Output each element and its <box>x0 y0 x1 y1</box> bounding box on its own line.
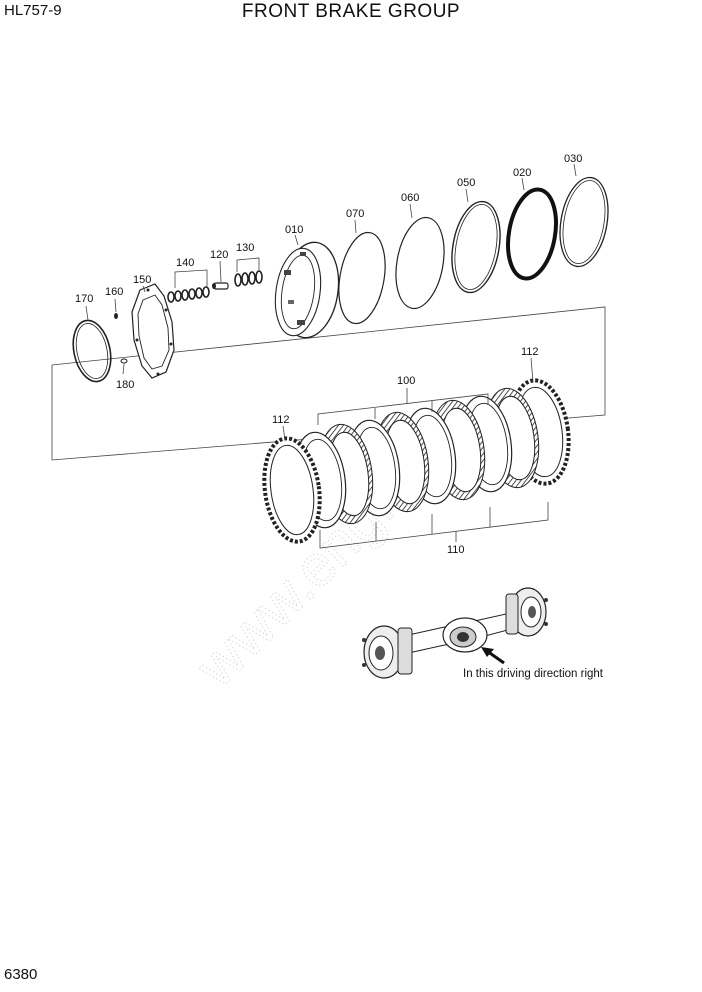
bracket-110 <box>319 502 549 549</box>
part-030-ring <box>559 176 609 268</box>
page-title: FRONT BRAKE GROUP <box>241 1 461 22</box>
direction-arrow <box>481 647 505 665</box>
callout-050: 050 <box>457 177 475 189</box>
callout-150: 150 <box>133 274 151 286</box>
part-180-screw <box>120 358 128 364</box>
callout-010: 010 <box>285 224 303 236</box>
part-130-seals <box>234 270 263 287</box>
part-010-piston <box>274 241 340 339</box>
part-020-ring <box>506 187 558 281</box>
model-code: HL757-9 <box>4 2 62 19</box>
part-050-ring <box>451 200 501 294</box>
callout-030: 030 <box>564 153 582 165</box>
callout-170: 170 <box>75 293 93 305</box>
part-160-plug <box>114 313 118 319</box>
callout-130: 130 <box>236 242 254 254</box>
axle-inset-illustration <box>362 587 548 679</box>
part-060-ring <box>395 216 445 310</box>
part-140-springs <box>167 286 210 303</box>
page-number: 6380 <box>4 966 38 983</box>
axle-direction-note: In this driving direction right <box>463 668 604 680</box>
bracket-100 <box>317 388 489 425</box>
callout-020: 020 <box>513 167 531 179</box>
callout-120: 120 <box>210 249 228 261</box>
callout-160: 160 <box>105 286 123 298</box>
callout-060: 060 <box>401 192 419 204</box>
callout-100: 100 <box>397 375 415 387</box>
callout-112-right: 112 <box>521 346 539 358</box>
callout-140: 140 <box>176 257 194 269</box>
part-120-pin <box>212 282 229 290</box>
assembly-outline <box>51 306 606 461</box>
part-150-cover <box>131 283 175 379</box>
callout-180: 180 <box>116 379 134 391</box>
callout-112-left: 112 <box>272 414 290 426</box>
leader-lines <box>85 163 577 441</box>
part-170-snap-ring <box>72 319 112 383</box>
disc-stack <box>262 378 571 544</box>
callout-110: 110 <box>447 544 465 556</box>
part-070-ring <box>338 231 386 325</box>
callout-070: 070 <box>346 208 364 220</box>
